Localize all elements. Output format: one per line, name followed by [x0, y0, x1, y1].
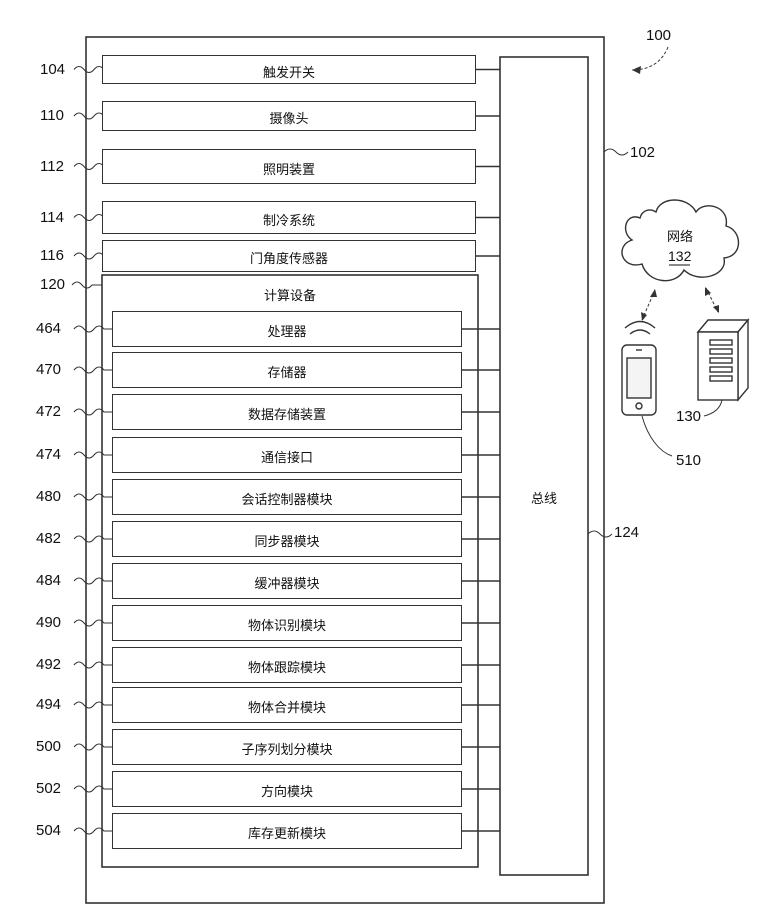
bus-block — [500, 57, 588, 875]
module-474-label: 通信接口 — [113, 447, 461, 466]
module-502-ref-leader — [74, 786, 112, 792]
module-480-ref-leader — [74, 494, 112, 500]
module-492-ref: 492 — [36, 656, 61, 673]
module-490-box: 物体识别模块 — [112, 605, 462, 641]
mobile-phone-icon — [622, 322, 656, 416]
bus-ref: 124 — [614, 524, 639, 541]
module-472-box: 数据存储装置 — [112, 394, 462, 430]
module-474-ref-leader — [74, 452, 112, 458]
component-104-ref-leader — [74, 67, 104, 73]
module-480-box: 会话控制器模块 — [112, 479, 462, 515]
device-ref: 102 — [630, 144, 655, 161]
component-112-box: 照明装置 — [102, 149, 476, 184]
module-464-ref-leader — [74, 326, 112, 332]
component-112-label: 照明装置 — [103, 159, 475, 178]
module-500-ref: 500 — [36, 738, 61, 755]
component-112-ref-leader — [74, 164, 104, 170]
module-500-label: 子序列划分模块 — [113, 739, 461, 758]
computing-device-label: 计算设备 — [102, 285, 478, 304]
module-464-box: 处理器 — [112, 311, 462, 347]
component-114-box: 制冷系统 — [102, 201, 476, 234]
module-504-box: 库存更新模块 — [112, 813, 462, 849]
module-472-ref-leader — [74, 409, 112, 415]
module-472-label: 数据存储装置 — [113, 404, 461, 423]
module-480-ref: 480 — [36, 488, 61, 505]
module-490-ref: 490 — [36, 614, 61, 631]
module-472-ref: 472 — [36, 403, 61, 420]
module-494-label: 物体合并模块 — [113, 697, 461, 716]
component-114-label: 制冷系统 — [103, 210, 475, 229]
module-490-ref-leader — [74, 620, 112, 626]
module-482-ref-leader — [74, 536, 112, 542]
module-484-ref-leader — [74, 578, 112, 584]
module-482-box: 同步器模块 — [112, 521, 462, 557]
network-ref: 132 — [668, 248, 691, 264]
module-494-ref: 494 — [36, 696, 61, 713]
bus-label: 总线 — [500, 488, 588, 507]
module-482-label: 同步器模块 — [113, 531, 461, 550]
module-502-ref: 502 — [36, 780, 61, 797]
figure-ref-arrowhead — [632, 66, 641, 74]
server-ref: 130 — [676, 408, 701, 425]
module-494-ref-leader — [74, 702, 112, 708]
bus-ref-leader — [588, 531, 612, 537]
module-464-ref: 464 — [36, 320, 61, 337]
module-504-ref: 504 — [36, 822, 61, 839]
module-484-label: 缓冲器模块 — [113, 573, 461, 592]
arrowhead — [713, 305, 719, 313]
module-492-ref-leader — [74, 662, 112, 668]
module-504-ref-leader — [74, 828, 112, 834]
component-116-box: 门角度传感器 — [102, 240, 476, 272]
module-492-box: 物体跟踪模块 — [112, 647, 462, 683]
computing-device-ref: 120 — [40, 276, 65, 293]
component-110-ref-leader — [74, 113, 104, 119]
component-110-label: 摄像头 — [103, 108, 475, 127]
module-500-ref-leader — [74, 744, 112, 750]
mobile-ref-leader — [642, 416, 672, 456]
component-104-label: 触发开关 — [103, 62, 475, 81]
component-112-ref: 112 — [40, 158, 64, 175]
computing-device-ref-leader — [72, 282, 102, 288]
module-490-label: 物体识别模块 — [113, 615, 461, 634]
module-484-ref: 484 — [36, 572, 61, 589]
server-ref-leader — [704, 400, 722, 416]
module-470-ref-leader — [74, 367, 112, 373]
component-110-box: 摄像头 — [102, 101, 476, 131]
module-464-label: 处理器 — [113, 321, 461, 340]
component-116-ref-leader — [74, 253, 104, 259]
arrowhead — [650, 289, 657, 297]
component-104-box: 触发开关 — [102, 55, 476, 84]
module-470-label: 存储器 — [113, 362, 461, 381]
module-474-ref: 474 — [36, 446, 61, 463]
network-label: 网络 — [660, 226, 700, 245]
arrowhead — [641, 312, 647, 321]
arrowhead — [705, 287, 711, 296]
module-494-box: 物体合并模块 — [112, 687, 462, 723]
server-tower-icon — [698, 320, 748, 400]
module-484-box: 缓冲器模块 — [112, 563, 462, 599]
module-502-box: 方向模块 — [112, 771, 462, 807]
mobile-ref: 510 — [676, 452, 701, 469]
module-492-label: 物体跟踪模块 — [113, 657, 461, 676]
figure-ref: 100 — [646, 27, 671, 44]
module-470-box: 存储器 — [112, 352, 462, 388]
component-110-ref: 110 — [40, 107, 64, 124]
module-482-ref: 482 — [36, 530, 61, 547]
component-114-ref-leader — [74, 215, 104, 221]
module-480-label: 会话控制器模块 — [113, 489, 461, 508]
component-116-ref: 116 — [40, 247, 64, 264]
module-500-box: 子序列划分模块 — [112, 729, 462, 765]
component-114-ref: 114 — [40, 209, 64, 226]
component-116-label: 门角度传感器 — [103, 248, 475, 267]
module-502-label: 方向模块 — [113, 781, 461, 800]
figure-ref-arrow — [632, 47, 668, 70]
module-504-label: 库存更新模块 — [113, 823, 461, 842]
module-474-box: 通信接口 — [112, 437, 462, 473]
module-470-ref: 470 — [36, 361, 61, 378]
component-104-ref: 104 — [40, 61, 65, 78]
device-ref-leader — [604, 149, 628, 155]
